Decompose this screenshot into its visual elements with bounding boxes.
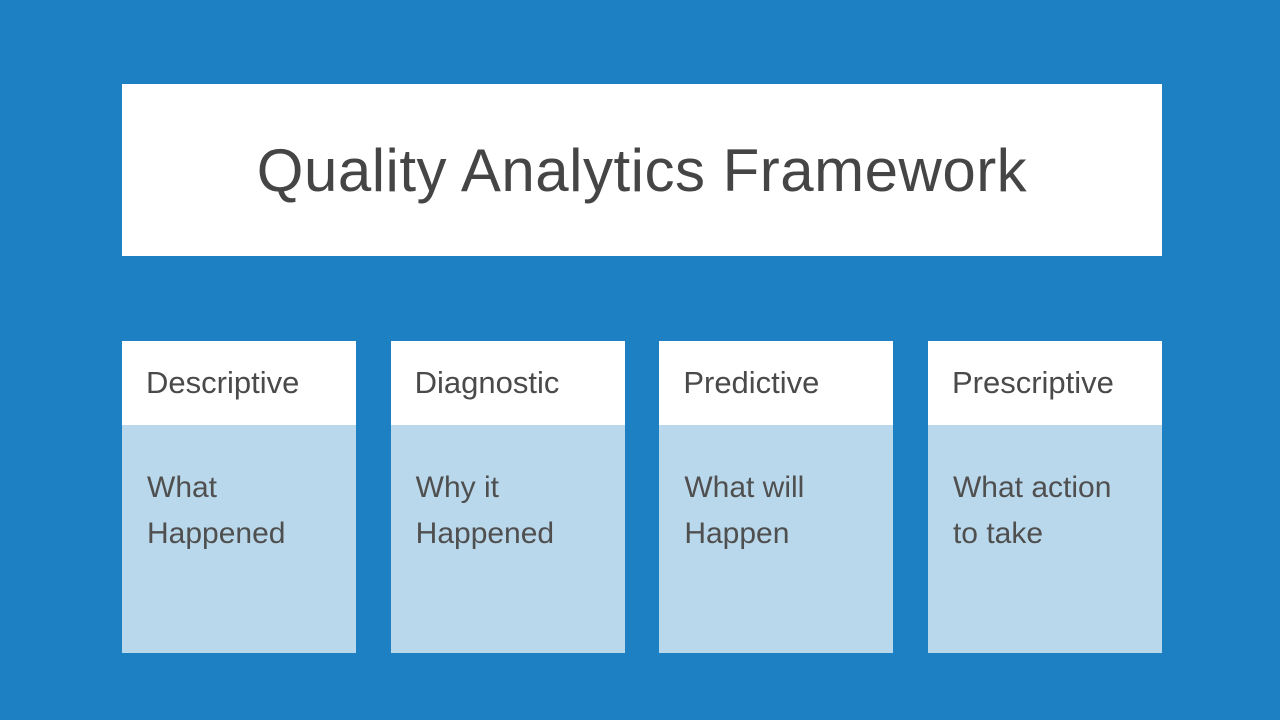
card-header: Predictive <box>659 341 894 425</box>
card-descriptive: Descriptive What Happened <box>122 341 356 653</box>
card-header-label: Prescriptive <box>951 365 1114 400</box>
card-header-label: Descriptive <box>146 365 300 400</box>
card-body-text-line: What action <box>952 471 1112 504</box>
card-body: Why it Happened <box>390 425 625 653</box>
card-header: Prescriptive <box>927 341 1162 425</box>
card-body-text-line: to take <box>952 517 1044 550</box>
title-box: Quality Analytics Framework <box>122 84 1162 256</box>
card-header-label: Predictive <box>683 365 820 400</box>
framework-columns: Descriptive What Happened Diagnostic Why… <box>122 341 1162 653</box>
card-body-text-line: Why it <box>415 471 499 504</box>
card-body: What will Happen <box>659 425 894 653</box>
card-body: What action to take <box>927 425 1162 653</box>
card-diagnostic: Diagnostic Why it Happened <box>390 341 625 653</box>
card-header: Descriptive <box>122 341 356 425</box>
card-predictive: Predictive What will Happen <box>659 341 894 653</box>
card-body-text-line: Happen <box>684 517 790 550</box>
card-header: Diagnostic <box>390 341 625 425</box>
card-body: What Happened <box>122 425 356 653</box>
card-prescriptive: Prescriptive What action to take <box>927 341 1162 653</box>
card-body-text-line: Happened <box>147 517 286 550</box>
page-title: Quality Analytics Framework <box>256 136 1028 204</box>
card-body-text-line: Happened <box>415 517 555 550</box>
card-header-label: Diagnostic <box>414 365 560 400</box>
card-body-text-line: What <box>147 471 218 504</box>
card-body-text-line: What will <box>684 471 805 504</box>
